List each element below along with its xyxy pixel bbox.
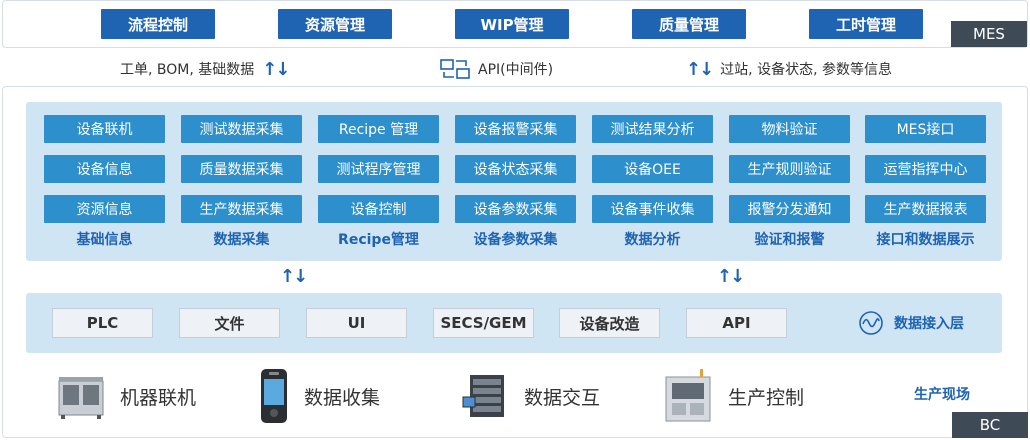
info-left: 工单, BOM, 基础数据 ↑↓ <box>120 58 290 80</box>
function-caption: 数据采集 <box>213 232 270 248</box>
up-down-arrows-icon: ↑↓ <box>280 266 308 287</box>
function-item[interactable]: 设备控制 <box>318 195 439 223</box>
info-left-text: 工单, BOM, 基础数据 <box>120 62 255 78</box>
function-caption: Recipe管理 <box>338 232 419 248</box>
function-item[interactable]: Recipe 管理 <box>318 115 439 143</box>
function-column-interface-display: MES接口 运营指挥中心 生产数据报表 接口和数据展示 <box>865 115 986 249</box>
data-source-equipment-retrofit[interactable]: 设备改造 <box>559 308 660 338</box>
function-item[interactable]: 设备状态采集 <box>455 155 576 183</box>
handheld-terminal-icon <box>258 367 290 425</box>
site-item-label: 数据收集 <box>304 386 381 409</box>
mes-module-resource-management[interactable]: 资源管理 <box>278 9 392 39</box>
mes-module-quality-management[interactable]: 质量管理 <box>632 9 746 39</box>
up-down-arrows-icon: ↑↓ <box>717 266 745 287</box>
function-item[interactable]: 报警分发通知 <box>729 195 850 223</box>
function-item[interactable]: 质量数据采集 <box>181 155 302 183</box>
mes-tag: MES <box>951 21 1027 47</box>
bc-tag: BC <box>952 412 1028 438</box>
function-item[interactable]: 生产数据采集 <box>181 195 302 223</box>
function-item[interactable]: 设备OEE <box>592 155 713 183</box>
up-down-arrows-icon: ↑↓ <box>262 58 290 80</box>
site-item-label: 机器联机 <box>120 386 197 409</box>
function-caption: 接口和数据展示 <box>876 232 975 248</box>
function-item[interactable]: 物料验证 <box>729 115 850 143</box>
function-item[interactable]: 测试数据采集 <box>181 115 302 143</box>
function-caption: 数据分析 <box>624 232 681 248</box>
function-item[interactable]: 设备事件收集 <box>592 195 713 223</box>
data-source-plc[interactable]: PLC <box>52 308 153 338</box>
function-caption: 基础信息 <box>76 232 133 248</box>
server-rack-icon <box>462 371 510 421</box>
mes-module-wip-management[interactable]: WIP管理 <box>455 9 569 39</box>
function-item[interactable]: 设备报警采集 <box>455 115 576 143</box>
up-down-arrows-icon: ↑↓ <box>686 58 714 80</box>
data-source-secs-gem[interactable]: SECS/GEM <box>433 308 534 338</box>
function-column-validation-alarm: 物料验证 生产规则验证 报警分发通知 验证和报警 <box>729 115 850 249</box>
function-item[interactable]: 设备联机 <box>44 115 165 143</box>
info-right-text: 过站, 设备状态, 参数等信息 <box>720 62 892 78</box>
function-item[interactable]: 测试程序管理 <box>318 155 439 183</box>
function-caption: 设备参数采集 <box>473 232 558 248</box>
data-access-layer-label: 数据接入层 <box>858 310 964 336</box>
function-item[interactable]: 生产规则验证 <box>729 155 850 183</box>
function-item[interactable]: 运营指挥中心 <box>865 155 986 183</box>
function-column-basic-info: 设备联机 设备信息 资源信息 基础信息 <box>44 115 165 249</box>
site-production-control: 生产控制 <box>662 366 804 426</box>
machine-icon <box>56 371 106 421</box>
site-data-collection: 数据收集 <box>258 366 380 426</box>
function-column-data-analysis: 测试结果分析 设备OEE 设备事件收集 数据分析 <box>592 115 713 249</box>
function-item[interactable]: MES接口 <box>865 115 986 143</box>
info-middle: API(中间件) <box>440 58 553 80</box>
data-source-ui[interactable]: UI <box>306 308 407 338</box>
function-item[interactable]: 生产数据报表 <box>865 195 986 223</box>
production-equipment-icon <box>662 367 714 425</box>
production-site-label: 生产现场 <box>914 387 970 403</box>
mes-band: 流程控制 资源管理 WIP管理 质量管理 工时管理 MES <box>2 0 1028 48</box>
function-column-equipment-params: 设备报警采集 设备状态采集 设备参数采集 设备参数采集 <box>455 115 576 249</box>
site-item-label: 数据交互 <box>524 386 601 409</box>
function-column-recipe: Recipe 管理 测试程序管理 设备控制 Recipe管理 <box>318 115 439 249</box>
info-middle-text: API(中间件) <box>478 62 554 78</box>
function-item[interactable]: 设备参数采集 <box>455 195 576 223</box>
api-middleware-icon <box>440 58 470 80</box>
mes-module-labor-time-management[interactable]: 工时管理 <box>809 9 923 39</box>
data-source-file[interactable]: 文件 <box>179 308 280 338</box>
mes-module-flow-control[interactable]: 流程控制 <box>101 9 215 39</box>
function-item[interactable]: 资源信息 <box>44 195 165 223</box>
function-column-data-collection: 测试数据采集 质量数据采集 生产数据采集 数据采集 <box>181 115 302 249</box>
site-machine-connection: 机器联机 <box>56 366 196 426</box>
site-data-interaction: 数据交互 <box>462 366 600 426</box>
wave-icon <box>858 310 884 336</box>
site-item-label: 生产控制 <box>728 386 805 409</box>
function-caption: 验证和报警 <box>754 232 825 248</box>
function-item[interactable]: 测试结果分析 <box>592 115 713 143</box>
data-source-api[interactable]: API <box>686 308 787 338</box>
info-right: ↑↓ 过站, 设备状态, 参数等信息 <box>686 58 892 80</box>
data-access-layer-text: 数据接入层 <box>894 316 964 332</box>
function-item[interactable]: 设备信息 <box>44 155 165 183</box>
